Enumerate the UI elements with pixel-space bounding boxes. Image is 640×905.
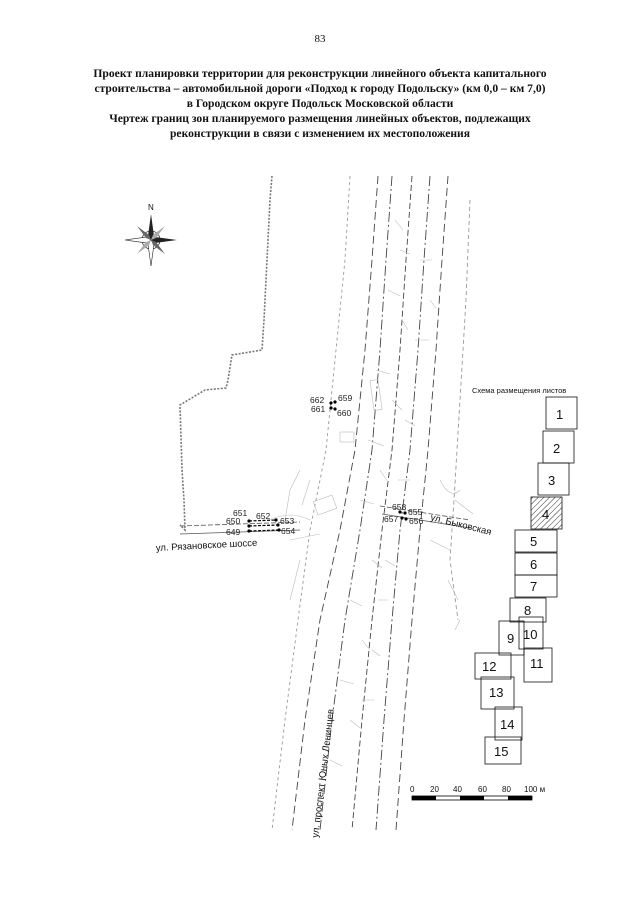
point-label-656: 656: [409, 516, 423, 526]
title-line: Проект планировки территории для реконст…: [93, 67, 547, 80]
point-label-658: 658: [392, 502, 406, 512]
scale-bar: 0 20 40 60 80 100 м: [410, 785, 545, 801]
sheet-number: 6: [530, 557, 537, 572]
sheet-scheme: [474, 396, 578, 765]
point-marker: [329, 401, 333, 405]
compass-rose-icon: N: [124, 203, 177, 267]
point-label-650: 650: [226, 516, 240, 526]
sheet-number: 10: [523, 627, 537, 642]
point-label-661: 661: [311, 404, 325, 414]
sheet-15-frame: [484, 736, 522, 765]
sheet-scheme-numbers: 1 2 3 4 5 6 7 8 9 10 11 12 13 14 15: [482, 407, 563, 759]
point-marker: [333, 407, 337, 411]
point-label-654: 654: [281, 526, 295, 536]
sheet-8-frame: [509, 597, 547, 623]
point-marker: [333, 400, 337, 404]
title-line: строительства – автомобильной дороги «По…: [94, 82, 546, 95]
road-corridor: [271, 175, 471, 831]
sheet-number: 8: [524, 603, 531, 618]
street-label-ryazanovskoe: ул. Рязановское шоссе: [156, 538, 258, 554]
street-label-bykovskaya: ул. Быковская: [429, 512, 492, 538]
territory-boundary-line: [179, 175, 273, 532]
point-marker: [329, 406, 333, 410]
sheet-11-frame: [523, 647, 553, 683]
sheet-number: 11: [530, 656, 544, 671]
sheet-number: 9: [507, 631, 514, 646]
sheet-number: 13: [489, 685, 503, 700]
street-label-yunykh-lenintsev: ул. проспект Юных Ленинцев: [310, 708, 337, 838]
compass-north-label: N: [148, 203, 154, 212]
document-title: Проект планировки территории для реконст…: [30, 66, 610, 141]
title-line: реконструкции в связи с изменением их ме…: [169, 127, 471, 140]
sheet-number: 5: [530, 534, 537, 549]
point-marker: [404, 517, 408, 521]
point-label-651: 651: [233, 508, 247, 518]
point-marker: [400, 516, 404, 520]
zone-boundary-segments: [248, 519, 280, 532]
scale-tick-label: 0: [410, 785, 415, 794]
sheet-scheme-title: Схема размещения листов: [472, 386, 566, 395]
sheet-12-frame: [474, 652, 512, 680]
sheet-10-frame: [518, 616, 544, 650]
point-marker: [403, 511, 407, 515]
map-detail-texture: [269, 219, 474, 767]
scale-tick-label: 100 м: [524, 785, 545, 794]
sheet-7-frame: [514, 574, 558, 598]
sheet-13-frame: [480, 676, 515, 710]
sheet-9-frame: [498, 620, 525, 656]
sheet-5-frame: [514, 529, 558, 553]
sheet-number: 2: [553, 441, 560, 456]
point-marker: [398, 510, 402, 514]
sheet-number: 3: [548, 473, 555, 488]
point-label-657: 657: [384, 514, 398, 524]
sheet-1-frame: [545, 396, 578, 430]
point-markers: [247, 400, 408, 533]
point-label-660: 660: [337, 408, 351, 418]
sheet-14-frame: [494, 706, 523, 741]
point-label-652: 652: [256, 511, 270, 521]
scale-tick-label: 80: [502, 785, 511, 794]
point-label-655: 655: [408, 507, 422, 517]
page-number: 83: [314, 33, 326, 45]
map-drawing: N: [124, 175, 578, 838]
scale-tick-label: 20: [430, 785, 439, 794]
scale-tick-label: 40: [453, 785, 462, 794]
point-label-653: 653: [280, 516, 294, 526]
sheet-number-highlighted: 4: [542, 507, 549, 522]
sheet-4-frame: [530, 496, 563, 530]
point-label-662: 662: [310, 395, 324, 405]
sheet-3-frame: [537, 462, 570, 496]
point-label-649: 649: [226, 527, 240, 537]
scale-tick-label: 60: [478, 785, 487, 794]
sheet-number: 15: [494, 744, 508, 759]
sheet-number: 7: [530, 579, 537, 594]
point-label-659: 659: [338, 393, 352, 403]
street-lines: [179, 505, 471, 535]
title-line: в Городском округе Подольск Московской о…: [186, 97, 454, 110]
sheet-number: 1: [556, 407, 563, 422]
sheet-number: 14: [500, 717, 514, 732]
sheet-number: 12: [482, 659, 496, 674]
title-line: Чертеж границ зон планируемого размещени…: [109, 112, 531, 125]
